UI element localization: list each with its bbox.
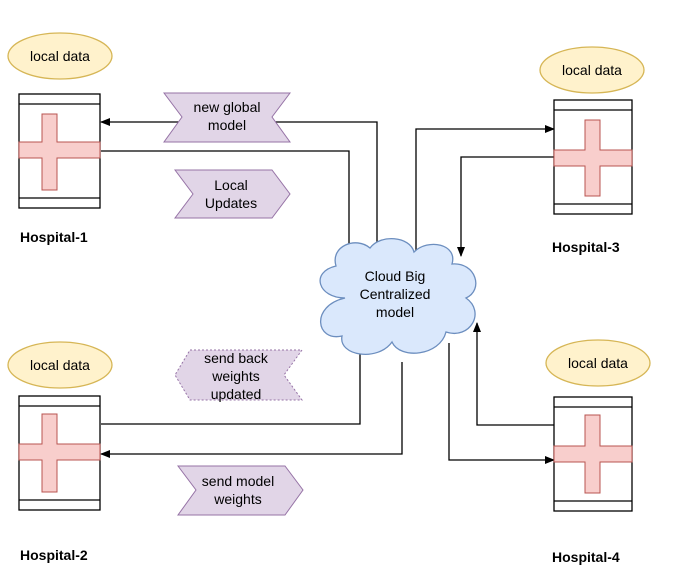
hospital-3-node: local data Hospital-3	[539, 46, 645, 255]
medical-cross-icon	[553, 414, 633, 494]
tag-local-updates: Local Updates	[174, 169, 291, 219]
arrow-hospital-3-to-cloud	[457, 156, 554, 257]
arrow-cloud-to-hospital-3	[415, 125, 555, 256]
medical-cross-icon	[18, 413, 101, 493]
arrow-hospital-2-to-cloud	[101, 335, 364, 425]
local-data-label: local data	[30, 357, 90, 373]
hospital-name: Hospital-1	[20, 229, 88, 245]
local-data-ellipse	[545, 339, 651, 387]
hospital-1-node: local data Hospital-1	[7, 32, 113, 245]
cloud-shape	[319, 238, 477, 355]
arrow-hospital-4-to-cloud	[473, 322, 554, 426]
cloud-label-line-3: model	[376, 304, 414, 320]
tag-label-line-1: send back	[204, 350, 269, 366]
hospital-name: Hospital-4	[552, 549, 620, 565]
hospital-2-node: local data Hospital-2	[7, 341, 113, 563]
arrow-hospital-1-to-cloud	[101, 150, 353, 261]
tag-label-line-1: new global	[194, 99, 261, 115]
local-data-label: local data	[562, 62, 622, 78]
hospital-name: Hospital-2	[20, 547, 88, 563]
local-data-ellipse	[7, 32, 113, 80]
cloud-node: Cloud Big Centralized model	[319, 238, 477, 355]
tag-send-back-weights: send back weights updated	[174, 349, 303, 402]
tag-label-line-2: weights	[211, 368, 259, 384]
hospital-name: Hospital-3	[552, 239, 620, 255]
arrow-cloud-to-hospital-2	[100, 362, 403, 458]
local-data-ellipse	[539, 46, 645, 94]
hospital-4-node: local data Hospital-4	[545, 339, 651, 565]
arrow-cloud-to-hospital-4	[448, 343, 555, 464]
local-data-label: local data	[30, 48, 90, 64]
local-data-label: local data	[568, 355, 628, 371]
tag-label-line-2: weights	[213, 491, 261, 507]
cloud-label-line-2: Centralized	[360, 286, 431, 302]
tag-label-line-1: send model	[202, 473, 274, 489]
local-data-ellipse	[7, 341, 113, 389]
tag-label-line-2: Updates	[205, 195, 257, 211]
tag-label-line-1: Local	[214, 177, 247, 193]
tag-new-global-model: new global model	[163, 92, 291, 143]
medical-cross-icon	[553, 119, 633, 197]
tag-send-model-weights: send model weights	[177, 465, 304, 516]
tag-label-line-3: updated	[211, 386, 262, 402]
medical-cross-icon	[18, 113, 101, 191]
cloud-label-line-1: Cloud Big	[365, 268, 426, 284]
tag-label-line-2: model	[208, 117, 246, 133]
